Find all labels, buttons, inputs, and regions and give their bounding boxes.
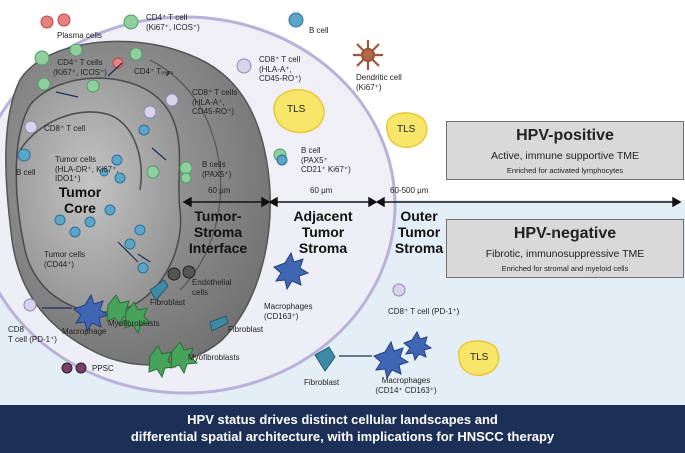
banner-line-1: HPV status drives distinct cellular land… bbox=[187, 412, 498, 427]
label-fibroblast-1: Fibroblast bbox=[150, 298, 186, 307]
label-myofibroblasts-2: Myofibroblasts bbox=[188, 353, 240, 362]
label-cd4-core: CD4⁺ T cells (Ki67⁺, ICOS⁺) bbox=[53, 58, 107, 77]
hpv-positive-subtitle: Active, immune supportive TME bbox=[490, 150, 640, 162]
label-cd8-pd1-outer: CD8⁺ T cell (PD-1⁺) bbox=[388, 307, 460, 316]
distance-outer: 60-500 μm bbox=[390, 186, 429, 195]
interaction-arrows bbox=[42, 62, 372, 357]
label-cd8-core: CD8⁺ T cell bbox=[44, 124, 86, 133]
label-plasma-cells: Plasma cells bbox=[57, 31, 102, 40]
tumor-lobe-fold bbox=[149, 59, 222, 291]
endothelial-cells bbox=[61, 265, 196, 374]
cd8-t-cells bbox=[23, 58, 406, 312]
hpv-negative-subtitle: Fibrotic, immunosuppressive TME bbox=[485, 248, 645, 260]
distance-adjacent: 60 μm bbox=[310, 186, 333, 195]
distance-interface: 60 μm bbox=[208, 186, 231, 195]
hpv-negative-note: Enriched for stromal and myeloid cells bbox=[501, 264, 629, 273]
zone-outer-tumor-stroma: Outer Tumor Stroma bbox=[394, 208, 444, 256]
macrophages bbox=[73, 251, 433, 380]
plasma-cells bbox=[40, 13, 124, 69]
tumor-core-fold bbox=[19, 111, 142, 191]
hpv-negative-title: HPV-negative bbox=[513, 225, 617, 242]
label-ppsc: PPSC bbox=[92, 364, 114, 373]
hpv-negative-panel: HPV-negative Fibrotic, immunosuppressive… bbox=[446, 219, 684, 278]
label-cd8-interface: CD8⁺ T cells (HLA-A⁺, CD45-RO⁺) bbox=[192, 88, 238, 116]
summary-banner: HPV status drives distinct cellular land… bbox=[0, 405, 685, 453]
tls-label-negative: TLS bbox=[470, 352, 489, 363]
tumor-core bbox=[15, 77, 182, 313]
label-tumor-cells-neg: Tumor cells (CD44⁺) bbox=[44, 250, 86, 269]
zone-tumor-stroma-interface: Tumor- Stroma Interface bbox=[188, 208, 248, 256]
tls-label-outer: TLS bbox=[397, 124, 416, 135]
dendritic-cell bbox=[353, 40, 383, 70]
zone-tumor-core: Tumor Core bbox=[58, 184, 102, 216]
label-b-cell-top: B cell bbox=[309, 26, 329, 35]
label-dendritic-cell: Dendritic cell (Ki67⁺) bbox=[356, 73, 402, 92]
label-cd4-top: CD4⁺ T cell (Ki67⁺, ICOS⁺) bbox=[146, 13, 200, 32]
label-cd8-pd1-core: CD8 T cell (PD-1⁺) bbox=[8, 325, 57, 344]
hpv-positive-panel: HPV-positive Active, immune supportive T… bbox=[446, 121, 684, 180]
label-b-cell-core: B cell bbox=[16, 168, 36, 177]
label-fibroblast-2: Fibroblast bbox=[228, 325, 264, 334]
hpv-positive-note: Enriched for activated lymphocytes bbox=[506, 166, 624, 175]
label-myofibroblasts-1: Myofibroblasts bbox=[108, 319, 160, 328]
label-fibroblast-3: Fibroblast bbox=[304, 378, 340, 387]
label-macrophages-cd14: Macrophages (CD14⁺ CD163⁺) bbox=[375, 376, 437, 395]
label-endothelial-cells: Endothelial cells bbox=[192, 278, 232, 297]
hpv-positive-title: HPV-positive bbox=[516, 127, 614, 144]
label-b-cell-adjacent: B cell (PAX5⁺ CD21⁺ Ki67⁺) bbox=[301, 146, 351, 174]
label-treg: CD4⁺ Tᵣₑ𝓰ₛ bbox=[134, 67, 174, 76]
banner-line-2: differential spatial architecture, with … bbox=[130, 429, 555, 444]
label-tumor-cells-pos: Tumor cells (HLA-DR⁺, Ki67⁺, IDO1⁺) bbox=[55, 155, 119, 183]
myofibroblasts bbox=[106, 294, 199, 379]
fibroblasts bbox=[149, 279, 336, 372]
tls-label-adjacent: TLS bbox=[287, 104, 306, 115]
label-macrophages-cd163: Macrophages (CD163⁺) bbox=[264, 302, 313, 321]
b-and-tumor-cells bbox=[17, 12, 304, 274]
label-cd8-adjacent: CD8⁺ T cell (HLA-A⁺, CD45-RO⁺) bbox=[259, 55, 302, 83]
t-cells bbox=[34, 14, 287, 184]
label-b-cells-pax5: B cells (PAX5⁺) bbox=[202, 160, 232, 179]
label-macrophage: Macrophage bbox=[62, 327, 107, 336]
distance-arrows bbox=[182, 196, 682, 208]
tls-structures bbox=[273, 89, 500, 376]
zone-adjacent-tumor-stroma: Adjacent Tumor Stroma bbox=[293, 208, 353, 256]
